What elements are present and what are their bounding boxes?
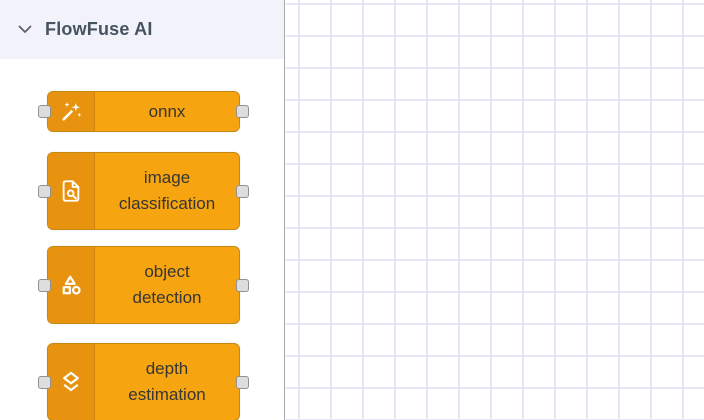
node-label: depth estimation	[128, 359, 206, 404]
file-search-icon	[58, 178, 84, 204]
shapes-icon	[59, 273, 84, 298]
palette-node-depth-estimation[interactable]: depth estimation	[38, 343, 249, 420]
palette-category-label: FlowFuse AI	[45, 19, 153, 39]
palette-node-object-detection[interactable]: object detection	[38, 246, 249, 324]
input-port	[38, 375, 51, 389]
palette-category-header[interactable]: FlowFuse AI	[0, 0, 284, 59]
palette-sidebar: FlowFuse AI onnx	[0, 0, 285, 420]
output-port	[236, 278, 249, 292]
node-label: image classification	[118, 168, 216, 213]
node-icon-region	[48, 344, 95, 420]
output-port	[236, 375, 249, 389]
node-icon-region	[48, 247, 95, 323]
flow-canvas[interactable]	[286, 0, 704, 420]
node-icon-region	[48, 92, 95, 131]
input-port	[38, 105, 51, 118]
output-port	[236, 105, 249, 118]
input-port	[38, 184, 51, 198]
wand-sparkles-icon	[60, 100, 83, 123]
output-port	[236, 184, 249, 198]
node-icon-region	[48, 153, 95, 229]
chevron-down-icon[interactable]	[18, 25, 32, 34]
palette-node-onnx[interactable]: onnx	[38, 91, 249, 132]
input-port	[38, 278, 51, 292]
palette-node-image-classification[interactable]: image classification	[38, 152, 249, 230]
layers-icon	[58, 369, 84, 395]
node-label: onnx	[148, 101, 186, 121]
node-label: object detection	[132, 262, 202, 307]
